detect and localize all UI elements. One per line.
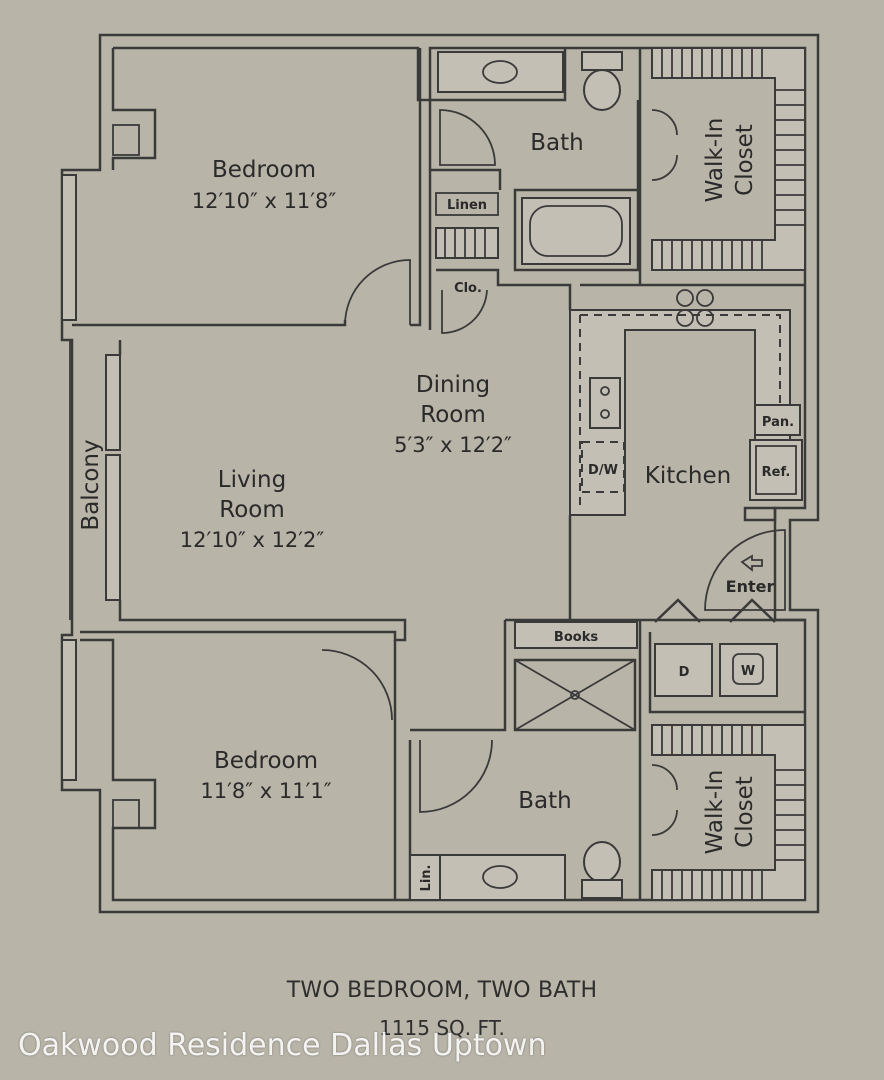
bedroom-top: Bedroom 12′10″ x 11′8″ (72, 48, 422, 327)
bedroom-top-label: Bedroom (212, 157, 316, 183)
walk-in-closet-top: Walk-In Closet (638, 47, 806, 285)
linen-label: Linen (447, 198, 487, 213)
linen-closet: Linen Clo. (435, 192, 572, 334)
dining-dims: 5′3″ x 12′2″ (394, 433, 512, 457)
closet-top-line1: Walk-In (702, 118, 728, 203)
walk-in-closet-bottom: Walk-In Closet (651, 724, 806, 901)
dryer-label: D (679, 665, 690, 680)
bedroom-bottom: Bedroom 11′8″ x 11′1″ (112, 640, 412, 900)
closet-top-line2: Closet (732, 124, 758, 196)
living-line2: Room (219, 497, 285, 523)
kitchen: D/W Pan. Ref. Kitchen (568, 283, 805, 620)
plan-title: TWO BEDROOM, TWO BATH (286, 978, 598, 1003)
balcony-label: Balcony (78, 439, 104, 530)
closet-bottom-line1: Walk-In (702, 770, 728, 855)
bath-top-label: Bath (530, 130, 583, 156)
watermark-text: Oakwood Residence Dallas Uptown (18, 1028, 547, 1063)
dining-line1: Dining (416, 372, 490, 398)
living-room: Balcony Living Room 12′10″ x 12′2″ (78, 340, 407, 642)
washer-label: W (741, 664, 755, 679)
bedroom-bottom-dims: 11′8″ x 11′1″ (200, 779, 331, 803)
window-strips (61, 174, 121, 781)
books-label: Books (554, 630, 598, 645)
bedroom-top-dims: 12′10″ x 11′8″ (192, 189, 337, 213)
fridge-label: Ref. (762, 465, 791, 480)
enter-label: Enter (726, 577, 775, 596)
bath-bottom-label: Bath (518, 788, 571, 814)
entry: Enter (654, 529, 786, 623)
living-line1: Living (218, 467, 286, 493)
plan-square-footage: 1115 SQ. FT. (379, 1016, 505, 1040)
bath-bottom: Bath Lin. (409, 658, 637, 901)
dining-room: Dining Room 5′3″ x 12′2″ (394, 372, 512, 457)
bath-top: Bath (428, 48, 640, 330)
pantry-label: Pan. (762, 415, 794, 430)
clo-label: Clo. (454, 281, 482, 296)
dishwasher-label: D/W (588, 463, 618, 478)
lin-label: Lin. (419, 865, 434, 892)
closet-bottom-line2: Closet (732, 776, 758, 848)
floor-plan: Bedroom 12′10″ x 11′8″ Bath Linen Clo. (60, 33, 820, 914)
bedroom-bottom-label: Bedroom (214, 748, 318, 774)
books-laundry: Books D W (410, 618, 805, 900)
living-dims: 12′10″ x 12′2″ (180, 528, 325, 552)
kitchen-label: Kitchen (645, 463, 731, 489)
dining-line2: Room (420, 402, 486, 428)
